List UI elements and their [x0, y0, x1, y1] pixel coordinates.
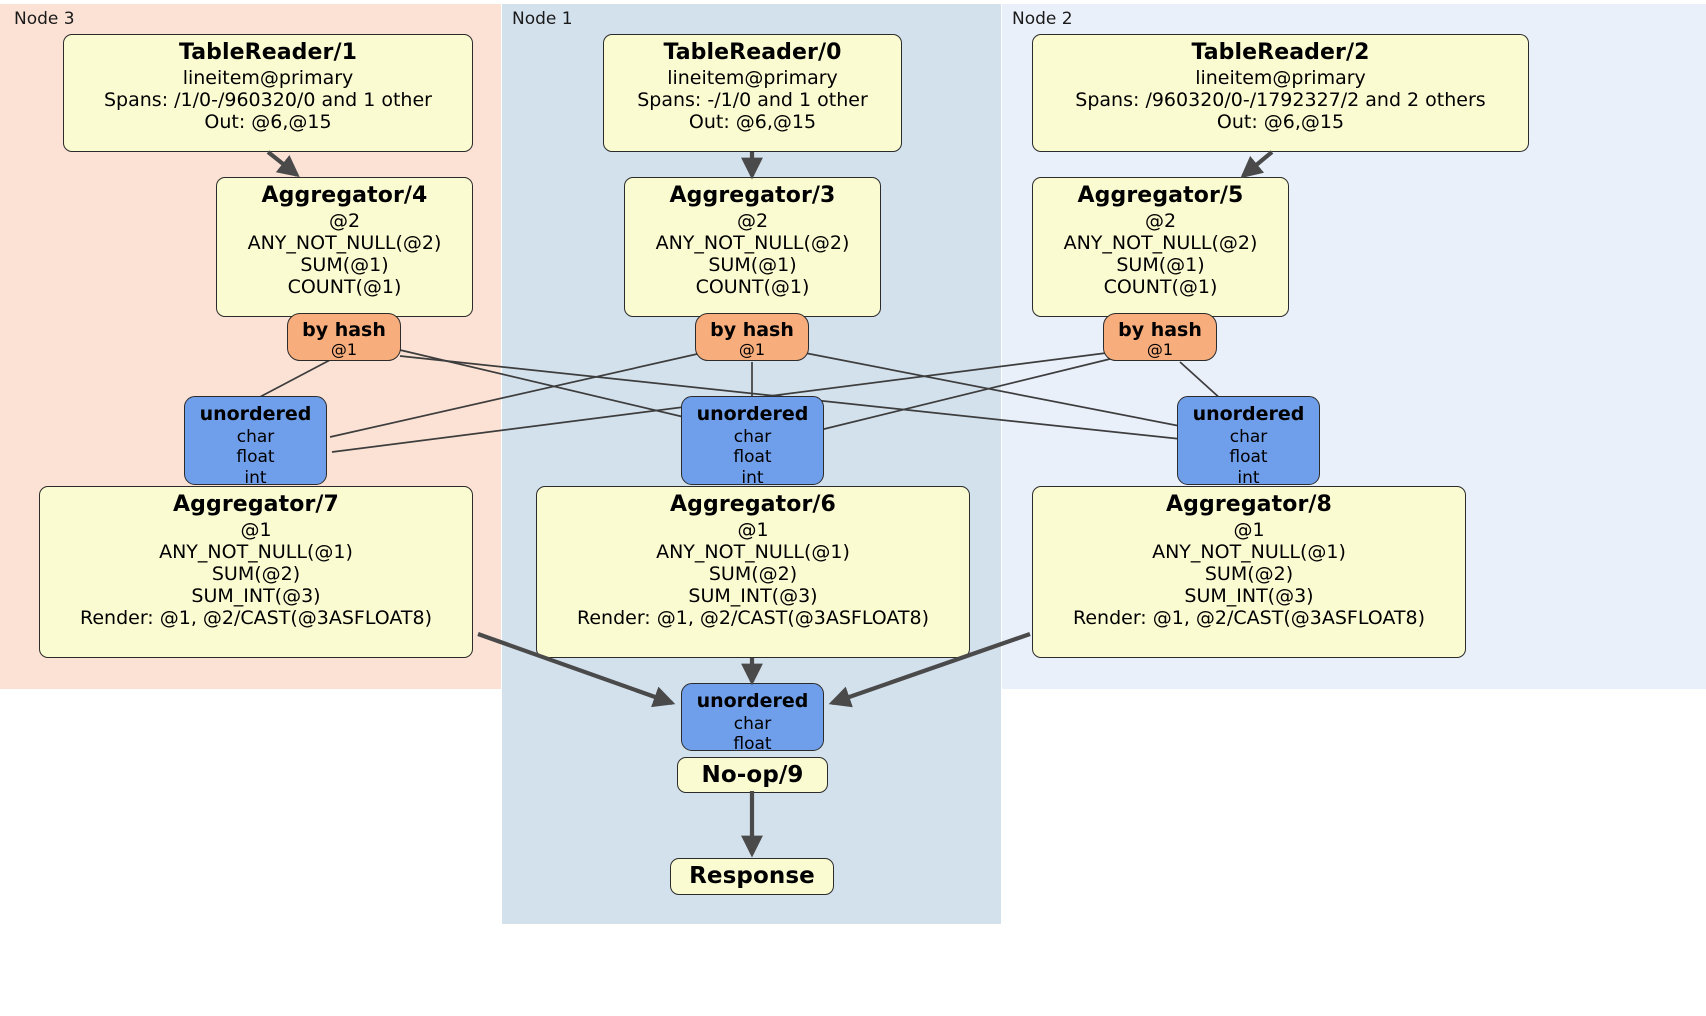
processor-line: SUM(@1)	[300, 253, 389, 276]
synchronizer-title: unordered	[199, 403, 312, 425]
processor-line: Out: @6,@15	[688, 110, 817, 133]
processor-line: Render: @1, @2/CAST(@3ASFLOAT8)	[80, 606, 432, 629]
processor-line: Spans: -/1/0 and 1 other	[637, 88, 868, 111]
processor-line: ANY_NOT_NULL(@2)	[1063, 231, 1258, 254]
processor-line: ANY_NOT_NULL(@1)	[159, 540, 353, 563]
processor-title: No-op/9	[701, 761, 804, 788]
processor-line: @1	[737, 518, 769, 541]
processor-line: SUM_INT(@3)	[688, 584, 818, 607]
panel-node-2-label: Node 2	[1012, 9, 1073, 29]
processor-aggregator-3[interactable]: Aggregator/3 @2 ANY_NOT_NULL(@2) SUM(@1)…	[624, 177, 881, 317]
synchronizer-line: char	[1229, 426, 1268, 447]
processor-line: ANY_NOT_NULL(@2)	[655, 231, 850, 254]
processor-line: lineitem@primary	[1195, 66, 1366, 89]
processor-line: SUM_INT(@3)	[1184, 584, 1314, 607]
panel-node-3-label: Node 3	[14, 9, 75, 29]
processor-title: Aggregator/6	[670, 492, 836, 517]
processor-aggregator-6[interactable]: Aggregator/6 @1 ANY_NOT_NULL(@1) SUM(@2)…	[536, 486, 970, 658]
synchronizer-title: unordered	[696, 403, 809, 425]
processor-aggregator-8[interactable]: Aggregator/8 @1 ANY_NOT_NULL(@1) SUM(@2)…	[1032, 486, 1466, 658]
processor-line: SUM_INT(@3)	[191, 584, 321, 607]
synchronizer-line: char	[733, 713, 772, 734]
router-line: @1	[738, 340, 766, 360]
synchronizer-line: float	[1229, 447, 1268, 468]
processor-line: SUM(@2)	[211, 562, 301, 585]
processor-line: COUNT(@1)	[1103, 275, 1218, 298]
processor-line: SUM(@1)	[1116, 253, 1205, 276]
processor-title: Aggregator/3	[669, 183, 836, 208]
processor-title: Aggregator/5	[1077, 183, 1244, 208]
processor-line: Out: @6,@15	[204, 110, 332, 133]
synchronizer-line: int	[244, 467, 267, 488]
processor-line: COUNT(@1)	[695, 275, 810, 298]
processor-aggregator-7[interactable]: Aggregator/7 @1 ANY_NOT_NULL(@1) SUM(@2)…	[39, 486, 473, 658]
processor-line: SUM(@2)	[708, 562, 798, 585]
synchronizer-line: float	[733, 447, 772, 468]
synchronizer-line: char	[733, 426, 772, 447]
processor-line: Out: @6,@15	[1216, 110, 1345, 133]
processor-aggregator-4[interactable]: Aggregator/4 @2 ANY_NOT_NULL(@2) SUM(@1)…	[216, 177, 473, 317]
processor-title: TableReader/0	[663, 40, 842, 65]
processor-noop-9[interactable]: No-op/9	[677, 757, 828, 793]
synchronizer-line: char	[236, 426, 275, 447]
processor-line: @1	[240, 518, 272, 541]
processor-line: Spans: /1/0-/960320/0 and 1 other	[104, 88, 432, 111]
synchronizer-unordered-final[interactable]: unordered char float	[681, 683, 824, 755]
processor-tablereader-2[interactable]: TableReader/2 lineitem@primary Spans: /9…	[1032, 34, 1529, 152]
processor-line: SUM(@2)	[1204, 562, 1294, 585]
router-line: @1	[330, 340, 358, 360]
router-by-hash-node-2[interactable]: by hash @1	[1103, 313, 1217, 361]
synchronizer-line: float	[733, 734, 772, 755]
router-line: @1	[1146, 340, 1174, 360]
panel-node-1-label: Node 1	[512, 9, 573, 29]
processor-line: Spans: /960320/0-/1792327/2 and 2 others	[1075, 88, 1486, 111]
processor-tablereader-1[interactable]: TableReader/1 lineitem@primary Spans: /1…	[63, 34, 473, 152]
processor-line: @2	[1144, 209, 1177, 232]
processor-response[interactable]: Response	[670, 858, 834, 895]
processor-line: Render: @1, @2/CAST(@3ASFLOAT8)	[1073, 606, 1425, 629]
processor-title: Response	[689, 863, 815, 890]
router-title: by hash	[302, 319, 386, 341]
processor-title: Aggregator/7	[173, 492, 339, 517]
processor-title: Aggregator/4	[261, 183, 428, 208]
processor-title: TableReader/1	[178, 40, 358, 65]
processor-title: Aggregator/8	[1166, 492, 1332, 517]
processor-line: Render: @1, @2/CAST(@3ASFLOAT8)	[577, 606, 929, 629]
synchronizer-title: unordered	[1192, 403, 1305, 425]
processor-tablereader-0[interactable]: TableReader/0 lineitem@primary Spans: -/…	[603, 34, 902, 152]
processor-line: @2	[328, 209, 361, 232]
synchronizer-line: float	[236, 447, 275, 468]
processor-line: SUM(@1)	[708, 253, 797, 276]
synchronizer-title: unordered	[696, 690, 809, 712]
router-title: by hash	[710, 319, 794, 341]
synchronizer-line: int	[741, 467, 764, 488]
processor-line: lineitem@primary	[182, 66, 354, 89]
processor-line: ANY_NOT_NULL(@1)	[656, 540, 850, 563]
synchronizer-unordered-node-2[interactable]: unordered char float int	[1177, 396, 1320, 488]
router-by-hash-node-1[interactable]: by hash @1	[695, 313, 809, 361]
synchronizer-unordered-node-3[interactable]: unordered char float int	[184, 396, 327, 488]
synchronizer-unordered-node-1[interactable]: unordered char float int	[681, 396, 824, 488]
processor-line: ANY_NOT_NULL(@2)	[247, 231, 442, 254]
processor-line: lineitem@primary	[667, 66, 838, 89]
router-title: by hash	[1118, 319, 1202, 341]
processor-line: @1	[1233, 518, 1265, 541]
processor-title: TableReader/2	[1191, 40, 1370, 65]
synchronizer-line: int	[1237, 467, 1260, 488]
processor-line: ANY_NOT_NULL(@1)	[1152, 540, 1346, 563]
router-by-hash-node-3[interactable]: by hash @1	[287, 313, 401, 361]
processor-line: @2	[736, 209, 769, 232]
processor-aggregator-5[interactable]: Aggregator/5 @2 ANY_NOT_NULL(@2) SUM(@1)…	[1032, 177, 1289, 317]
processor-line: COUNT(@1)	[287, 275, 402, 298]
